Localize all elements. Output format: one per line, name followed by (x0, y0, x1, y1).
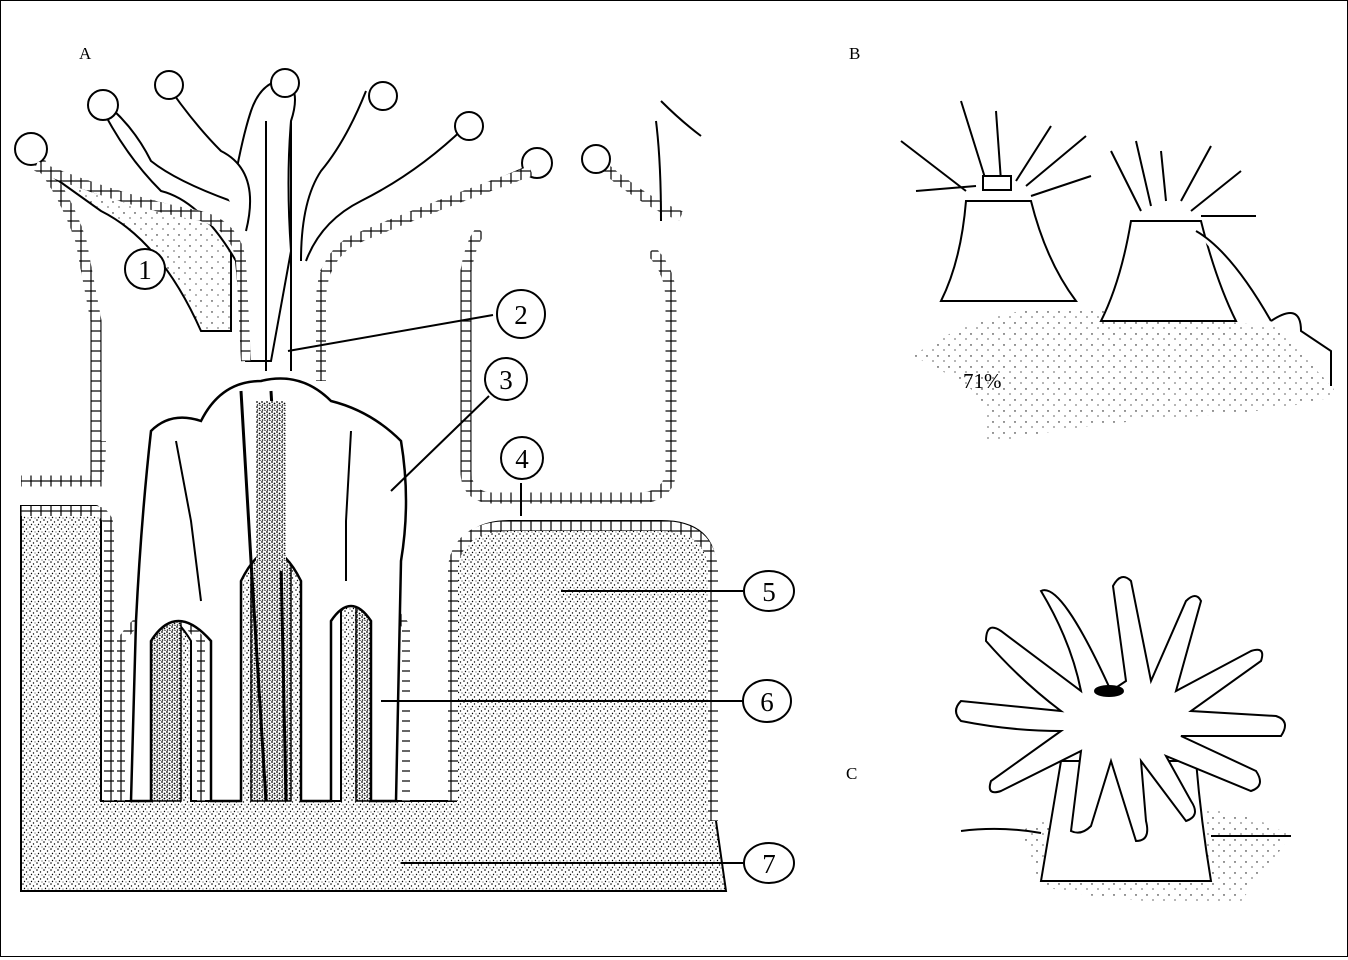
panel-b: B 71% (849, 44, 1336, 441)
panel-b-polyp-left (901, 101, 1091, 301)
callout-2: 2 (497, 290, 545, 338)
svg-text:4: 4 (515, 444, 529, 474)
panel-b-letter: B (849, 44, 860, 63)
svg-text:3: 3 (499, 365, 513, 395)
svg-text:6: 6 (760, 687, 774, 717)
svg-text:1: 1 (138, 255, 152, 285)
svg-text:5: 5 (762, 577, 776, 607)
panel-a-letter: A (79, 44, 92, 63)
callout-5: 5 (744, 571, 794, 611)
percent-annotation: 71% (963, 369, 1002, 393)
callout-3: 3 (485, 358, 527, 400)
callout-1: 1 (125, 249, 165, 289)
callout-4: 4 (501, 437, 543, 479)
panel-a: A (15, 44, 794, 891)
callout-6: 6 (743, 680, 791, 722)
callout-7: 7 (744, 843, 794, 883)
svg-text:2: 2 (514, 300, 528, 330)
panel-c-letter: C (846, 764, 857, 783)
svg-text:7: 7 (762, 849, 776, 879)
panel-c: C (846, 577, 1291, 902)
